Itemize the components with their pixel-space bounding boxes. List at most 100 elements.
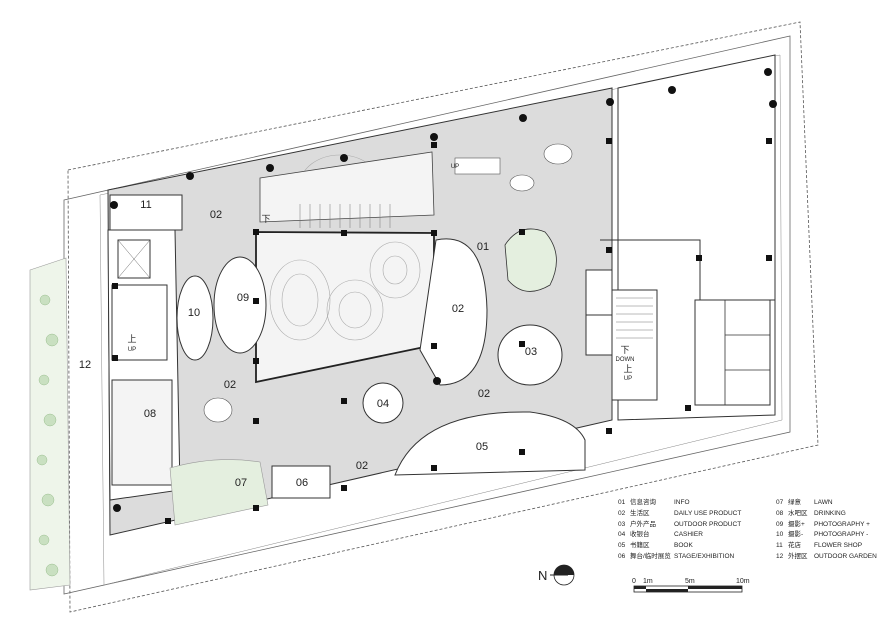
mezzanine-down-cn: 下 <box>261 214 270 224</box>
legend-cn: 户外产品 <box>630 520 656 528</box>
legend-num: 11 <box>776 542 783 550</box>
zone-10-pod <box>176 275 214 361</box>
legend-row: 03 户外产品 OUTDOOR PRODUCT <box>618 520 758 531</box>
legend-num: 04 <box>618 531 626 539</box>
scale-bar: 0 1m 5m 10m <box>632 574 752 604</box>
zone-label-01: 01 <box>477 241 489 253</box>
legend-num: 05 <box>618 542 626 550</box>
legend-en: PHOTOGRAPHY + <box>814 520 870 528</box>
legend-en: INFO <box>674 499 690 506</box>
legend-en: LAWN <box>814 499 833 506</box>
scale-tick-10m: 10m <box>736 578 750 585</box>
zone-label-04: 04 <box>377 398 389 410</box>
flower-shop <box>109 194 183 231</box>
zone-label-09: 09 <box>237 292 249 304</box>
zone-09-pod <box>213 256 267 354</box>
mezzanine-stair <box>299 204 391 228</box>
zone-label-07: 07 <box>235 477 247 489</box>
stair-right <box>611 289 658 401</box>
legend-num: 12 <box>776 552 784 560</box>
legend-cn: 舞台/临时展览 <box>630 552 671 560</box>
zone-label-03: 03 <box>525 346 537 358</box>
legend-num: 02 <box>618 509 626 517</box>
legend-en: CASHIER <box>674 531 703 539</box>
legend-cn: 书籍区 <box>630 542 650 550</box>
legend-row: 07 绿意 LAWN <box>776 498 880 509</box>
zone-label-02: 02 <box>210 209 222 221</box>
stair-left-up-en: UP <box>128 347 136 353</box>
zone-03-pod <box>497 324 563 386</box>
stair-right-up-cn: 上 <box>623 364 632 374</box>
zone-label-02: 02 <box>224 379 236 391</box>
legend-en: FLOWER SHOP <box>814 542 863 550</box>
legend-row: 08 水吧区 DRINKING <box>776 509 880 520</box>
legend-row: 01 信息咨询 INFO <box>618 498 758 509</box>
stair-left <box>111 284 168 361</box>
legend-en: DRINKING <box>814 509 846 517</box>
zone-label-02: 02 <box>452 303 464 315</box>
north-arrow-icon: N <box>538 564 575 586</box>
legend-cn: 信息咨询 <box>630 499 656 506</box>
stair-left-up-cn: 上 <box>127 334 136 344</box>
zone-label-05: 05 <box>476 441 488 453</box>
zone-label-08: 08 <box>144 408 156 420</box>
zone-label-11: 11 <box>140 199 151 211</box>
zone-06-stage <box>271 465 331 499</box>
legend-num: 07 <box>776 499 784 506</box>
zone-05-books <box>394 411 586 476</box>
legend-cn: 水吧区 <box>788 509 808 517</box>
legend-right: 07 绿意 LAWN 08 水吧区 DRINKING 09 摄影+ PHOTOGRAPHY … <box>776 498 880 563</box>
bar-area <box>111 379 173 486</box>
legend-cn: 花店 <box>788 542 801 550</box>
legend-cn: 摄影+ <box>788 520 805 528</box>
legend-cn: 摄影- <box>788 531 804 539</box>
scale-tick-0: 0 <box>632 578 636 585</box>
legend-left: 01 信息咨询 INFO 02 生活区 DAILY USE PRODUCT 03 户外产品… <box>618 498 758 563</box>
legend-cn: 生活区 <box>630 509 650 517</box>
legend-num: 09 <box>776 520 784 528</box>
seat-island <box>543 143 573 165</box>
stair-top-up-en: UP <box>451 164 459 170</box>
zone-04-cashier <box>362 382 404 424</box>
legend-cn: 收银台 <box>630 531 650 539</box>
legend-cn: 绿意 <box>788 499 801 506</box>
zone-label-12: 12 <box>79 359 91 371</box>
legend-en: DAILY USE PRODUCT <box>674 509 742 517</box>
legend-en: PHOTOGRAPHY - <box>814 531 869 539</box>
zone-label-02: 02 <box>478 388 490 400</box>
zone-01-lawn <box>504 228 557 292</box>
legend-row: 11 花店 FLOWER SHOP <box>776 541 880 552</box>
toilets <box>694 299 771 406</box>
zone-label-02: 02 <box>356 460 368 472</box>
legend-num: 08 <box>776 509 784 517</box>
legend-row: 09 摄影+ PHOTOGRAPHY + <box>776 520 880 531</box>
site-boundary <box>67 21 819 613</box>
legend-num: 06 <box>618 552 626 560</box>
scale-tick-5m: 5m <box>685 578 695 585</box>
columns <box>110 68 777 524</box>
legend-en: OUTDOOR PRODUCT <box>674 520 742 528</box>
legend-row: 05 书籍区 BOOK <box>618 541 758 552</box>
stair-right-up-en: UP <box>624 376 632 382</box>
top-stair <box>454 157 501 175</box>
stair-right-down-cn: 下 <box>620 345 629 355</box>
legend-row: 04 收银台 CASHIER <box>618 530 758 541</box>
legend-num: 01 <box>618 499 626 506</box>
zone-07-lawn <box>169 459 269 526</box>
zone-label-10: 10 <box>188 307 200 319</box>
legend-row: 02 生活区 DAILY USE PRODUCT <box>618 509 758 520</box>
scale-tick-1m: 1m <box>643 578 653 585</box>
legend-num: 03 <box>618 520 626 528</box>
legend-en: STAGE/EXHIBITION <box>674 552 735 560</box>
mezzanine <box>259 151 435 223</box>
north-label: N <box>538 568 547 583</box>
elevator-right <box>585 269 613 316</box>
seat-island <box>203 397 233 423</box>
legend-en: OUTDOOR GARDEN <box>814 552 877 560</box>
zone-label-06: 06 <box>296 477 308 489</box>
legend-en: BOOK <box>674 542 693 550</box>
